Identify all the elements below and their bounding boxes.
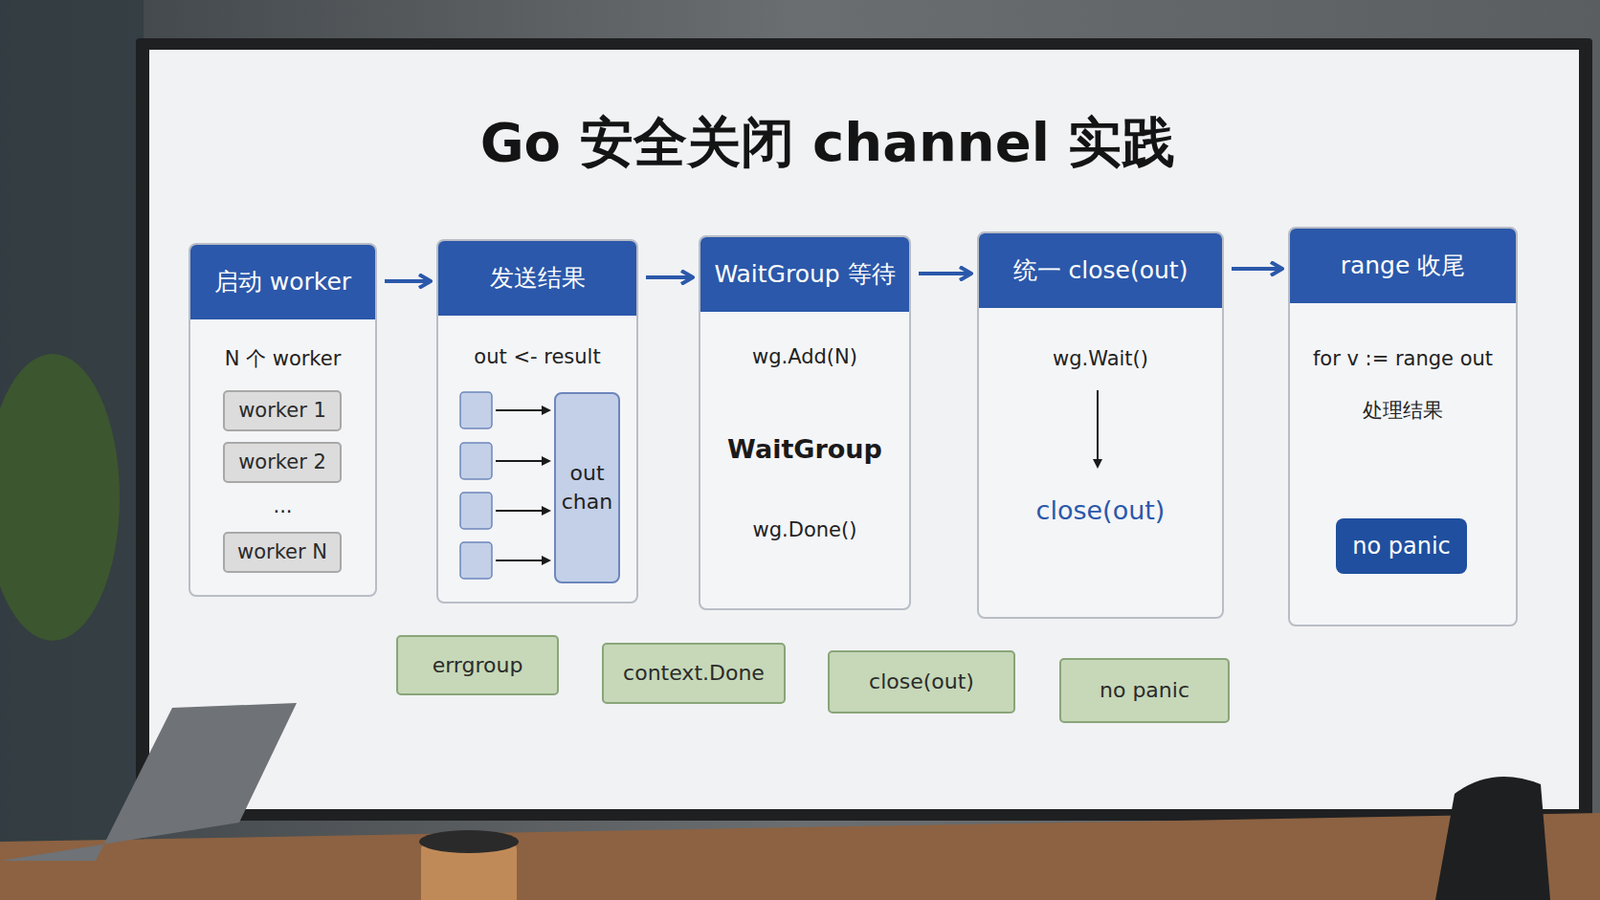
header-text: range 收尾 (1289, 228, 1516, 304)
step-card: WaitGroup 等待 wg.Add(N) WaitGroup wg.Done() (698, 235, 912, 611)
channel-box: out chan (554, 392, 621, 584)
header-text: 发送结果 (438, 241, 637, 316)
worker-box: worker N (222, 532, 342, 574)
flow-arrow (645, 275, 691, 280)
flow-arrow (918, 271, 970, 276)
tag-text: errgroup (398, 637, 557, 694)
worker-box: worker 2 (222, 442, 342, 484)
step-card: range 收尾 for v := range out 处理结果 no panic (1288, 226, 1518, 627)
tag-text: context.Done (603, 644, 784, 703)
channel-label: out chan (555, 394, 619, 582)
worker-label: worker N (224, 533, 340, 572)
slide-title: Go 安全关闭 channel 实践 (287, 107, 1369, 180)
tag-text: no panic (1061, 660, 1228, 722)
worker-label: worker 2 (224, 444, 340, 482)
worker-box: worker 1 (222, 390, 342, 432)
flow-arrow (384, 279, 429, 284)
header-text: 统一 close(out) (978, 233, 1223, 309)
body-text: 处理结果 (1289, 392, 1516, 429)
code-text: wg.Done() (700, 511, 910, 549)
emphasis-text: WaitGroup (700, 428, 910, 471)
keyword-tag: context.Done (601, 643, 786, 705)
ellipsis-text: ... (190, 491, 376, 521)
header-text: WaitGroup 等待 (700, 237, 910, 312)
highlight-code: close(out) (978, 489, 1223, 533)
keyword-tag: close(out) (827, 650, 1016, 714)
header-text: 启动 worker (190, 244, 376, 320)
step-card: 统一 close(out) wg.Wait() close(out) (977, 231, 1224, 620)
keyword-tag: no panic (1059, 658, 1230, 724)
keyword-tag: errgroup (396, 635, 559, 696)
step-card: 启动 worker N 个 worker... worker 1 worker 2 wo… (188, 243, 378, 598)
code-text: wg.Wait() (978, 340, 1223, 378)
code-text: out <- result (438, 338, 637, 376)
flow-arrow (1231, 266, 1281, 271)
code-text: for v := range out (1289, 340, 1516, 378)
body-text: N 个 worker (190, 340, 376, 378)
tag-text: close(out) (829, 652, 1014, 712)
status-badge: no panic (1335, 518, 1467, 575)
badge-text: no panic (1335, 518, 1467, 575)
worker-label: worker 1 (224, 392, 340, 430)
code-text: wg.Add(N) (700, 338, 910, 376)
